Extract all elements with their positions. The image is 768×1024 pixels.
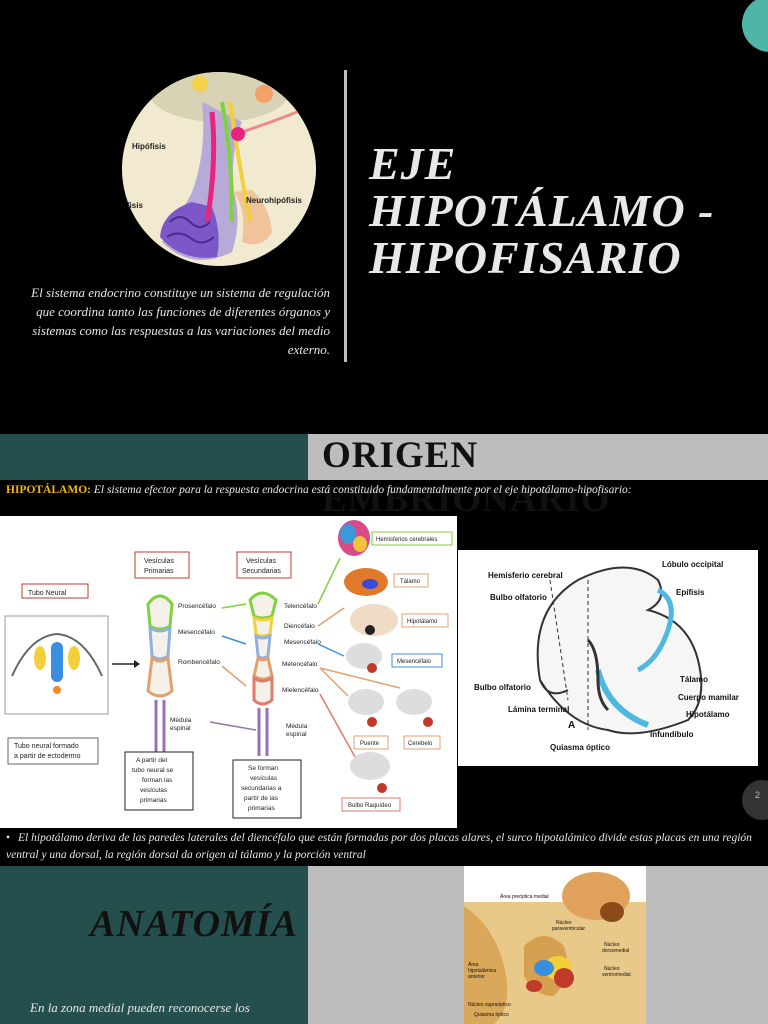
hipotalamo-definition: HIPOTÁLAMO: El sistema efector para la r… bbox=[6, 484, 766, 496]
box-secundarias-1: Se forman bbox=[248, 765, 278, 772]
anatomia-title: ANATOMÍA bbox=[90, 903, 298, 945]
label-area-hipotalamica-3: anterior bbox=[468, 974, 485, 980]
label-bulbo-olfatorio-1: Bulbo olfatorio bbox=[490, 593, 547, 602]
label-rombencefalo: Rombencéfalo bbox=[178, 659, 220, 666]
main-title-line-2: HIPOTÁLAMO - bbox=[369, 185, 715, 236]
label-medula-right-1: Médula bbox=[286, 723, 308, 730]
main-title-line-3: HIPOFISARIO bbox=[369, 232, 682, 283]
out-bulbo: Bulbo Raquídeo bbox=[348, 803, 392, 809]
label-medula-left-1: Médula bbox=[170, 717, 192, 724]
label-quiasma: Quiasma óptico bbox=[550, 743, 610, 752]
out-cerebelo: Cerebelo bbox=[408, 741, 433, 747]
page-number-badge bbox=[742, 780, 768, 820]
box-primarias-1: A partir del bbox=[136, 757, 168, 764]
main-title-line-1: EJE bbox=[369, 138, 457, 189]
label-mielencefalo: Mielencéfalo bbox=[282, 687, 319, 694]
label-hipofisis: Hipófisis bbox=[132, 142, 166, 151]
out-hipotalamo: Hipotálamo bbox=[407, 619, 438, 625]
label-cuerpo-mamilar: Cuerpo mamilar bbox=[678, 693, 739, 702]
page-number: 2 bbox=[755, 790, 761, 800]
label-ventromedial-2: ventromedial bbox=[602, 972, 631, 978]
box-primarias-3: forman las bbox=[142, 777, 173, 784]
label-vesiculas-primarias-2: Primarias bbox=[144, 568, 174, 575]
caption-tubo-line-2: a partir de ectodermo bbox=[14, 753, 81, 760]
label-medula-right-2: espinal bbox=[286, 731, 307, 738]
box-secundarias-3: secundarias a bbox=[241, 785, 282, 792]
box-secundarias-4: partir de las bbox=[244, 795, 279, 802]
bullet-marker: • bbox=[6, 832, 11, 844]
label-lamina-terminal: Lámina terminal bbox=[508, 705, 569, 714]
label-telencefalo: Telencéfalo bbox=[284, 603, 317, 610]
out-mesencefalo: Mesencéfalo bbox=[397, 659, 432, 665]
corner-accent-circle bbox=[742, 0, 768, 52]
label-tubo-neural: Tubo Neural bbox=[28, 590, 67, 597]
label-vesiculas-primarias-1: Vesículas bbox=[144, 558, 174, 565]
development-diagram: Tubo Neural Tubo neural formado a partir… bbox=[0, 516, 457, 828]
label-mesencefalo: Mesencéfalo bbox=[178, 629, 215, 636]
label-paraventricular-2: paraventricular bbox=[552, 926, 585, 932]
intro-description: El sistema endocrino constituye un siste… bbox=[31, 285, 330, 357]
label-vesiculas-secundarias-1: Vesículas bbox=[246, 558, 276, 565]
label-hipotalamo: Hipotálamo bbox=[686, 710, 730, 719]
hypophysis-illustration: Hipófisis ófisis Neurohipófisis bbox=[122, 72, 316, 266]
label-infundibulo: Infundíbulo bbox=[650, 730, 694, 739]
label-dorsomedial-2: dorsomedial bbox=[602, 948, 629, 954]
brain-sagittal-diagram: Hemisferio cerebral Lóbulo occipital Bul… bbox=[458, 550, 758, 766]
box-primarias-2: tubo neural se bbox=[132, 767, 174, 774]
label-talamo: Tálamo bbox=[680, 675, 708, 684]
caption-tubo-line-1: Tubo neural formado bbox=[14, 743, 79, 750]
slide-title: Hipófisis ófisis Neurohipófisis El siste… bbox=[0, 0, 768, 434]
label-metencefalo: Metencéfalo bbox=[282, 661, 318, 668]
box-secundarias-2: vesículas bbox=[250, 775, 278, 782]
title-band-grey bbox=[308, 434, 768, 480]
label-ventromedial-1: Núcleo bbox=[604, 966, 620, 972]
label-dorsomedial-1: Núcleo bbox=[604, 942, 620, 948]
label-area-preoptica: Área preóptica medial bbox=[500, 893, 549, 900]
box-primarias-4: vesículas bbox=[140, 787, 168, 794]
slide-origen-embrionario: ORIGEN EMBRIONARIO HIPOTÁLAMO: El sistem… bbox=[0, 434, 768, 866]
box-secundarias-5: primarias bbox=[248, 805, 275, 812]
label-paraventricular-1: Núcleo bbox=[556, 920, 572, 926]
label-epifisis: Epífisis bbox=[676, 588, 705, 597]
label-adenohipofisis: ófisis bbox=[122, 201, 143, 210]
label-medula-left-2: espinal bbox=[170, 725, 191, 732]
hipotalamo-keyword: HIPOTÁLAMO: bbox=[6, 484, 91, 496]
label-prosencefalo: Prosencéfalo bbox=[178, 603, 216, 610]
label-neurohipofisis: Neurohipófisis bbox=[246, 196, 303, 205]
label-area-hipotalamica-1: Área bbox=[468, 961, 479, 968]
label-area-hipotalamica-2: hipotalámica bbox=[468, 968, 496, 974]
bullet-paragraph: •El hipotálamo deriva de las paredes lat… bbox=[6, 830, 766, 864]
anatomia-text: En la zona medial pueden reconocerse los bbox=[30, 1000, 250, 1015]
label-quiasma-anat: Quiasma óptico bbox=[474, 1012, 509, 1018]
out-hemisferios: Hemisferios cerebrales bbox=[376, 537, 437, 543]
hypothalamus-nuclei-diagram: Área preóptica medial Núcleo paraventric… bbox=[464, 866, 646, 1024]
label-mesencefalo-2: Mesencéfalo bbox=[284, 639, 321, 646]
title-divider bbox=[344, 70, 347, 362]
label-vesiculas-secundarias-2: Secundarias bbox=[242, 568, 281, 575]
bullet-content: El hipotálamo deriva de las paredes late… bbox=[6, 832, 752, 861]
title-band-teal bbox=[0, 434, 308, 480]
box-primarias-5: primarias bbox=[140, 797, 167, 804]
anatomia-teal-panel bbox=[0, 866, 308, 1024]
section-title: ORIGEN EMBRIONARIO bbox=[322, 435, 611, 520]
label-diencefalo: Diencéfalo bbox=[284, 623, 315, 630]
slide-anatomia: ANATOMÍA En la zona medial pueden recono… bbox=[0, 866, 768, 1024]
label-letter-a: A bbox=[568, 720, 575, 731]
out-talamo: Tálamo bbox=[400, 579, 421, 585]
main-title: EJE HIPOTÁLAMO - HIPOFISARIO bbox=[369, 140, 764, 281]
label-lobulo: Lóbulo occipital bbox=[662, 560, 723, 569]
out-puente: Puente bbox=[360, 741, 380, 747]
label-hemisferio: Hemisferio cerebral bbox=[488, 571, 563, 580]
label-supraoptico: Núcleo supraóptico bbox=[468, 1002, 511, 1008]
label-bulbo-olfatorio-2: Bulbo olfatorio bbox=[474, 683, 531, 692]
hipotalamo-text: El sistema efector para la respuesta end… bbox=[90, 484, 632, 496]
